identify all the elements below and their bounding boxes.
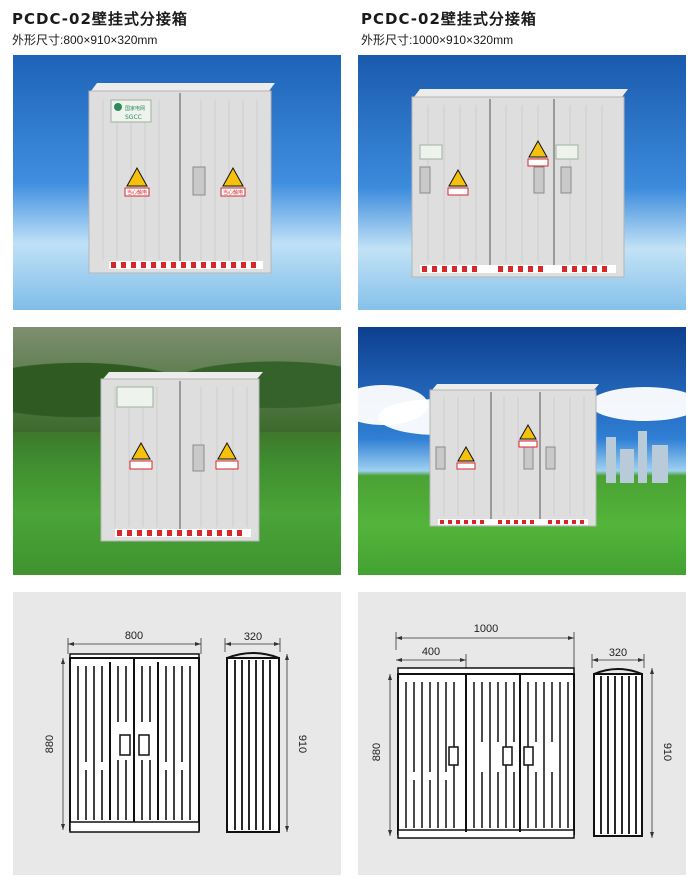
body-height-dimension-label: 880	[44, 735, 56, 753]
width-dimension-label: 800	[125, 630, 143, 642]
city-building	[652, 445, 668, 483]
right-product-title: PCDC-02壁挂式分接箱	[361, 10, 537, 28]
city-building	[620, 449, 634, 483]
warning-triangle-icon	[217, 441, 237, 460]
right-dimensions-text: 外形尺寸:1000×910×320mm	[361, 33, 514, 47]
warning-triangle-icon	[457, 445, 475, 462]
photo-cabinet-800-blue: 国家电网 SGCC 当心触电 当心触电	[13, 55, 341, 310]
warning-triangle-icon	[126, 166, 148, 187]
warning-triangle-icon	[448, 168, 468, 187]
warning-triangle-icon	[222, 166, 244, 187]
door-width-dimension-label: 400	[422, 646, 440, 658]
width-dimension-label: 1000	[474, 623, 498, 635]
total-height-dimension-label: 910	[296, 735, 308, 753]
body-height-dimension-label: 880	[371, 743, 383, 761]
cloud	[590, 387, 686, 421]
total-height-dimension-label: 910	[661, 743, 673, 761]
warning-triangle-icon	[519, 423, 537, 440]
depth-dimension-label: 320	[609, 647, 627, 659]
cabinet-model-label: SGCC	[125, 114, 142, 121]
photo-cabinet-1000-blue	[358, 55, 686, 310]
warning-triangle-icon	[528, 139, 548, 158]
warning-text: 当心触电	[223, 189, 243, 196]
drawing-cabinet-1000: 1000 400	[358, 592, 686, 875]
left-dimensions-text: 外形尺寸:800×910×320mm	[12, 33, 158, 47]
warning-triangle-icon	[131, 441, 151, 460]
cabinet-brand-label: 国家电网	[125, 105, 145, 112]
drawing-cabinet-800: 800 880 320	[13, 592, 341, 875]
depth-dimension-label: 320	[244, 631, 262, 643]
city-building	[606, 437, 616, 483]
city-building	[638, 431, 647, 483]
photo-cabinet-1000-city	[358, 327, 686, 575]
photo-cabinet-800-grass	[13, 327, 341, 575]
warning-text: 当心触电	[127, 189, 147, 196]
left-product-title: PCDC-02壁挂式分接箱	[12, 10, 188, 28]
